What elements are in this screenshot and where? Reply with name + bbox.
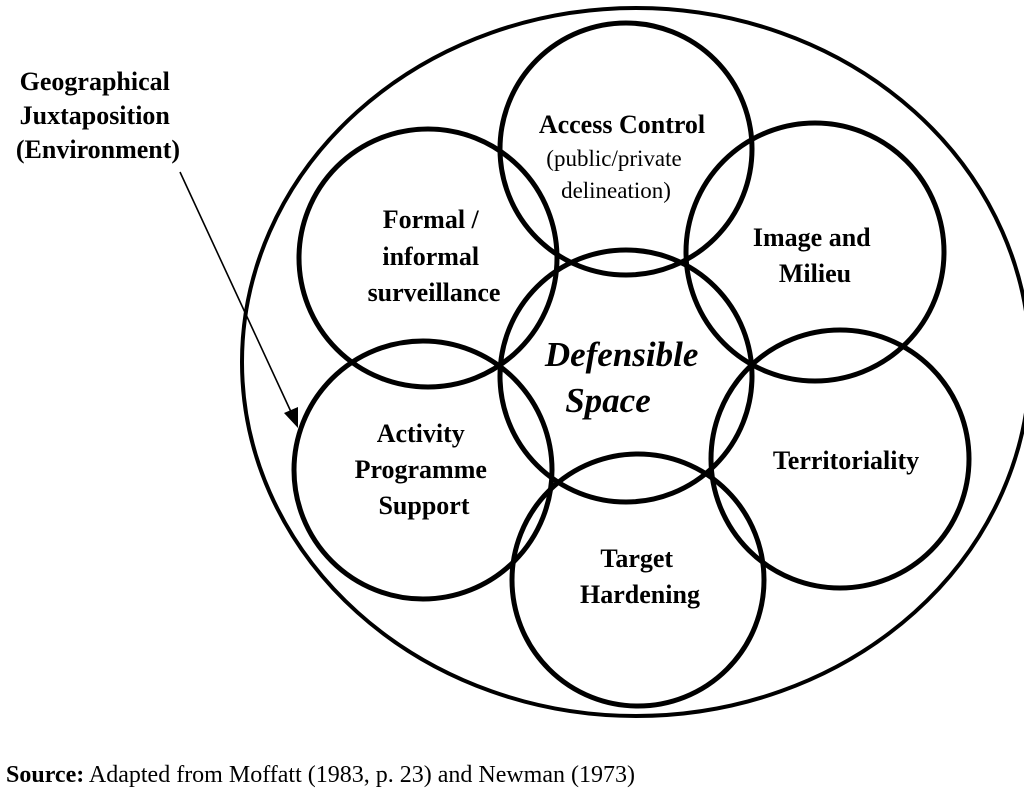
- source-text: Adapted from Moffatt (1983, p. 23) and N…: [84, 762, 635, 788]
- circle-territoriality: [708, 327, 972, 591]
- environment-pointer-arrow: [179, 171, 293, 415]
- circle-target-hardening: [509, 451, 767, 709]
- territoriality-label: Territoriality: [773, 446, 919, 475]
- target-hardening-label: Target Hardening: [580, 544, 700, 609]
- image-and-milieu-label: Image and Milieu: [753, 223, 877, 288]
- access-control-label: Access Control (public/private delineati…: [539, 110, 709, 203]
- circle-activity-programme-support: [291, 338, 555, 602]
- formal-informal-surveillance-label: Formal / informal surveillance: [368, 205, 501, 307]
- center-circle: [497, 247, 755, 505]
- arrow-head-icon: [284, 407, 298, 428]
- activity-programme-support-label: Activity Programme Support: [355, 419, 494, 520]
- center-label: Defensible Space: [544, 335, 707, 420]
- source-label: Source:: [6, 762, 85, 788]
- source-caption: Source: Adapted from Moffatt (1983, p. 2…: [6, 762, 635, 789]
- environment-boundary: [240, 6, 1024, 718]
- environment-label: Geographical Juxtaposition (Environment): [16, 67, 180, 164]
- circle-image-and-milieu: [683, 120, 947, 384]
- circle-formal-informal-surveillance: [296, 126, 560, 390]
- defensible-space-diagram: Geographical Juxtaposition (Environment)…: [16, 6, 1024, 718]
